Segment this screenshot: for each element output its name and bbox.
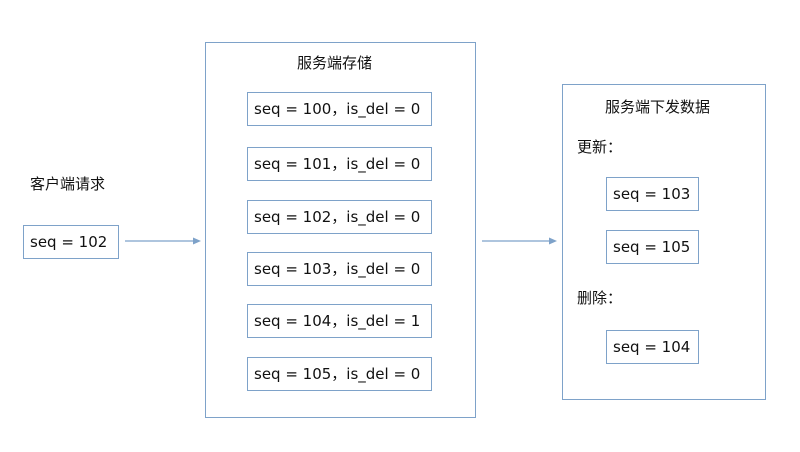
client-title: 客户端请求: [30, 175, 106, 193]
delete-item-label: seq = 104: [613, 337, 691, 356]
storage-record-label: seq = 101，is_del = 0: [254, 154, 421, 173]
storage-record-label: seq = 100，is_del = 0: [254, 99, 421, 118]
storage-title: 服务端存储: [297, 54, 373, 72]
storage-record: seq = 103，is_del = 0: [247, 252, 432, 286]
storage-record-label: seq = 104，is_del = 1: [254, 311, 421, 330]
update-item: seq = 105: [606, 230, 699, 264]
storage-record: seq = 105，is_del = 0: [247, 357, 432, 391]
storage-record: seq = 102，is_del = 0: [247, 200, 432, 234]
client-request-box: seq = 102: [23, 225, 119, 259]
storage-record: seq = 100，is_del = 0: [247, 92, 432, 126]
update-item-label: seq = 103: [613, 184, 691, 203]
update-item: seq = 103: [606, 177, 699, 211]
delivery-title: 服务端下发数据: [605, 98, 711, 116]
arrow-client-to-storage: [125, 237, 201, 245]
storage-record: seq = 104，is_del = 1: [247, 304, 432, 338]
storage-record: seq = 101，is_del = 0: [247, 147, 432, 181]
delete-item: seq = 104: [606, 330, 699, 364]
storage-record-label: seq = 102，is_del = 0: [254, 207, 421, 226]
storage-record-label: seq = 103，is_del = 0: [254, 259, 421, 278]
storage-record-label: seq = 105，is_del = 0: [254, 364, 421, 383]
delete-label: 删除：: [577, 289, 623, 307]
arrow-storage-to-delivery: [482, 237, 557, 245]
client-request-label: seq = 102: [30, 232, 108, 251]
update-item-label: seq = 105: [613, 237, 691, 256]
update-label: 更新：: [577, 138, 623, 156]
